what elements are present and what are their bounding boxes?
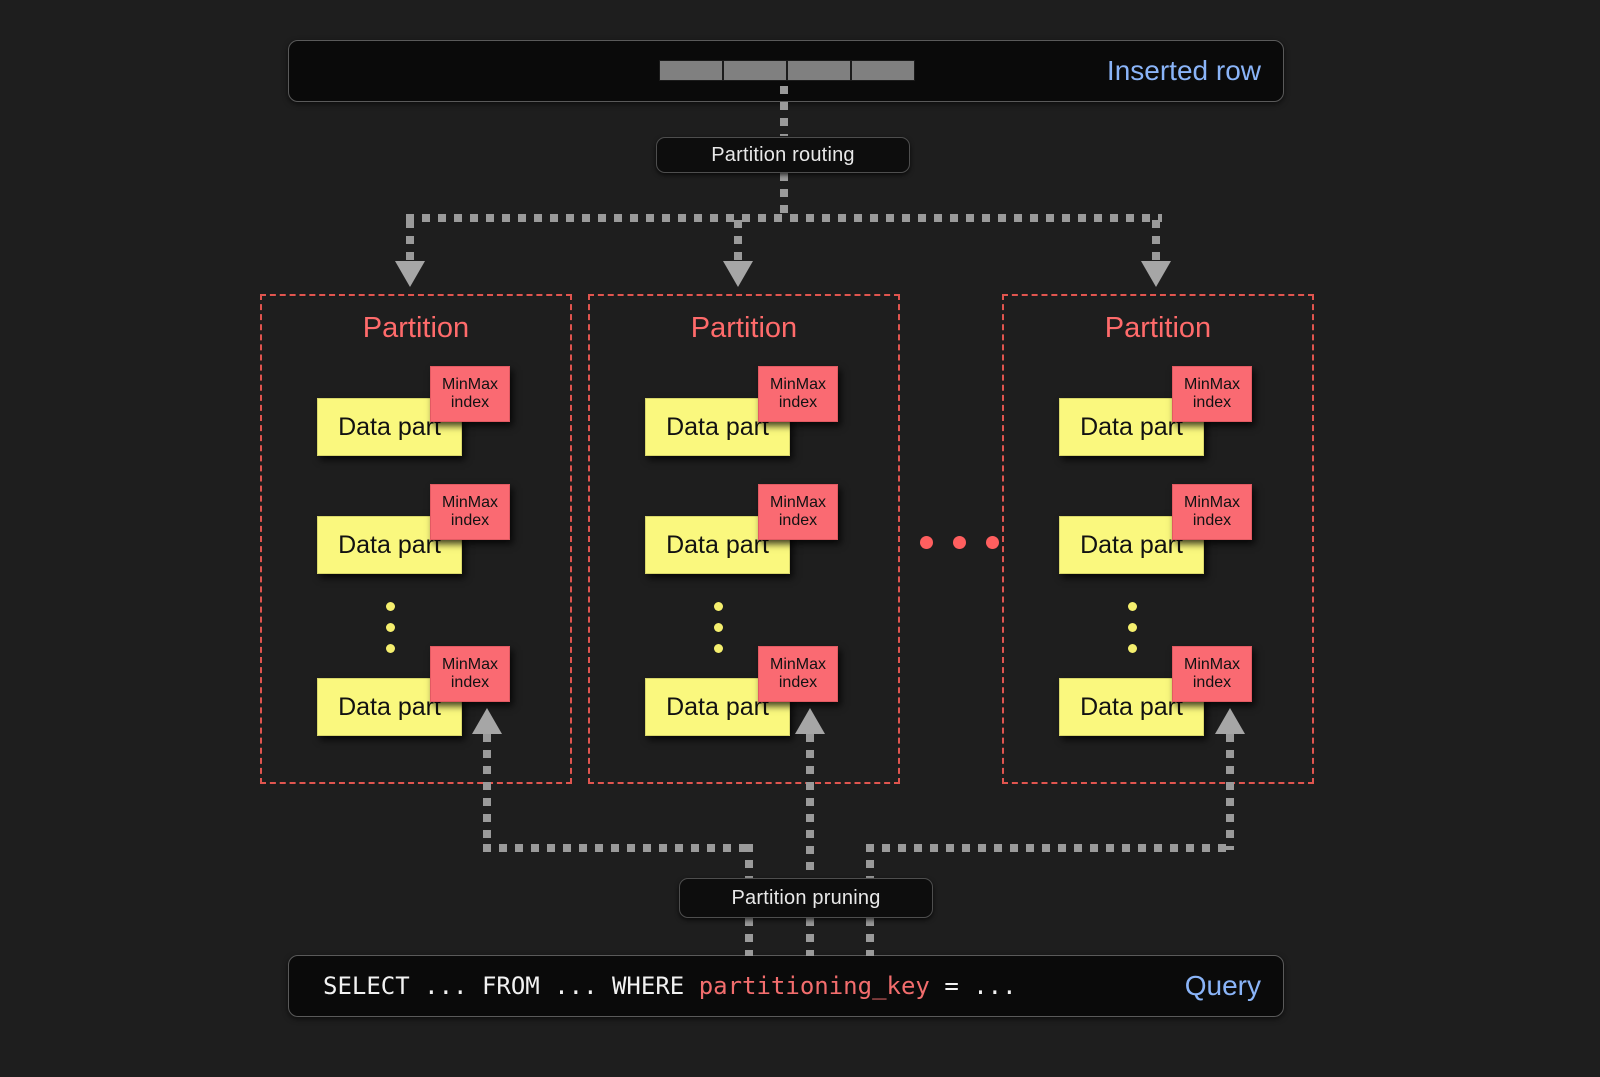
data-part-ellipsis (1128, 602, 1137, 653)
ellipsis-dot (1128, 623, 1137, 632)
inserted-row-label: Inserted row (1106, 55, 1261, 86)
connector-pruning-to-query-left (745, 918, 753, 956)
row-cell (723, 60, 787, 81)
partition-routing-label: Partition routing (711, 143, 855, 166)
ellipsis-dot (386, 623, 395, 632)
query-partitioning-key: partitioning_key (698, 972, 930, 1000)
ellipsis-dot (920, 536, 933, 549)
connector-pruning-to-query-center (806, 918, 814, 956)
partition-title-1: Partition (362, 312, 470, 344)
query-panel: SELECT ... FROM ... WHERE partitioning_k… (288, 955, 1284, 1017)
ellipsis-dot (1128, 644, 1137, 653)
data-part-box: Data part (1059, 516, 1204, 574)
query-code-suffix: = ... (929, 972, 1017, 1000)
connector-pruning-bus-left (483, 844, 753, 852)
arrow-into-partition-1 (395, 261, 425, 287)
connector-bus-to-partition-1 (406, 220, 414, 265)
arrow-into-data-part-1 (472, 708, 502, 734)
connector-insert-to-routing-top (780, 86, 788, 136)
data-part-box: Data part (1059, 678, 1204, 736)
arrow-into-partition-2 (723, 261, 753, 287)
connector-pruning-to-query-right (866, 918, 874, 956)
connector-routing-to-bus (780, 173, 788, 218)
query-label: Query (1184, 970, 1261, 1001)
partition-ellipsis (920, 536, 999, 549)
ellipsis-dot (714, 623, 723, 632)
ellipsis-dot (714, 644, 723, 653)
connector-pruning-to-partition-3 (1226, 734, 1234, 850)
connector-routing-bus (406, 214, 1162, 222)
partition-routing-box: Partition routing (656, 137, 910, 173)
ellipsis-dot (386, 602, 395, 611)
ellipsis-dot (714, 602, 723, 611)
connector-pruning-left-drop (745, 844, 753, 894)
connector-pruning-to-partition-1 (483, 734, 491, 850)
row-cell (851, 60, 915, 81)
ellipsis-dot (386, 644, 395, 653)
ellipsis-dot (1128, 602, 1137, 611)
row-cell (659, 60, 723, 81)
partition-title-2: Partition (690, 312, 798, 344)
arrow-into-data-part-2 (795, 708, 825, 734)
connector-pruning-to-partition-2 (806, 734, 814, 894)
data-part-ellipsis (386, 602, 395, 653)
partition-pruning-label: Partition pruning (731, 886, 881, 909)
connector-pruning-right-drop (866, 844, 874, 894)
connector-bus-to-partition-2 (734, 220, 742, 265)
data-part-ellipsis (714, 602, 723, 653)
query-code-prefix: SELECT ... FROM ... WHERE (323, 972, 699, 1000)
connector-bus-to-partition-3 (1152, 220, 1160, 265)
partition-title-3: Partition (1104, 312, 1212, 344)
ellipsis-dot (953, 536, 966, 549)
connector-pruning-bus-right (866, 844, 1234, 852)
data-part-box: Data part (317, 678, 462, 736)
row-cell (787, 60, 851, 81)
partition-pruning-box: Partition pruning (679, 878, 933, 918)
ellipsis-dot (986, 536, 999, 549)
query-code: SELECT ... FROM ... WHERE partitioning_k… (323, 972, 1017, 1000)
inserted-row-cells (659, 60, 915, 81)
arrow-into-partition-3 (1141, 261, 1171, 287)
arrow-into-data-part-3 (1215, 708, 1245, 734)
